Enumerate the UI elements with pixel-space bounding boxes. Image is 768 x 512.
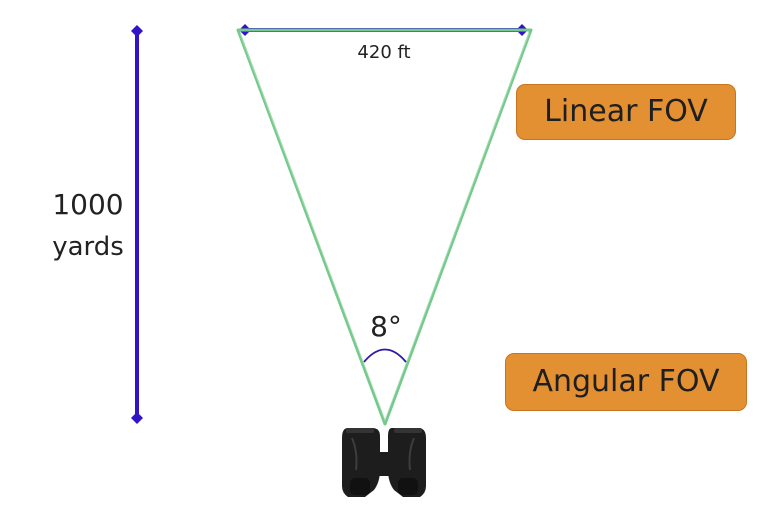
right-eyecup: [398, 478, 418, 495]
fov-cone-highlight: [239, 32, 530, 422]
binocular-shine-right: [408, 437, 415, 471]
width-label: 420 ft: [357, 42, 410, 63]
linear-fov-callout: Linear FOV: [516, 84, 736, 140]
binocular-shine: [351, 437, 358, 471]
distance-bottom-marker: [131, 412, 143, 424]
distance-top-marker: [131, 25, 143, 37]
fov-cone-outline: [236, 28, 533, 426]
distance-value-label: 1000: [52, 188, 123, 221]
binocular-top-rim-right: [394, 428, 422, 433]
angle-marker: 8°: [363, 310, 407, 363]
binoculars-icon: [342, 428, 426, 497]
distance-unit-label: yards: [52, 232, 124, 262]
angle-arc: [363, 348, 407, 363]
left-eyecup: [350, 478, 370, 495]
angle-label: 8°: [370, 310, 402, 343]
binocular-top-rim-left: [346, 428, 374, 433]
distance-dimension: 1000 yards: [52, 25, 143, 424]
focus-knob: [374, 454, 394, 474]
angular-fov-callout: Angular FOV: [505, 353, 747, 411]
fov-cone: [236, 28, 533, 426]
